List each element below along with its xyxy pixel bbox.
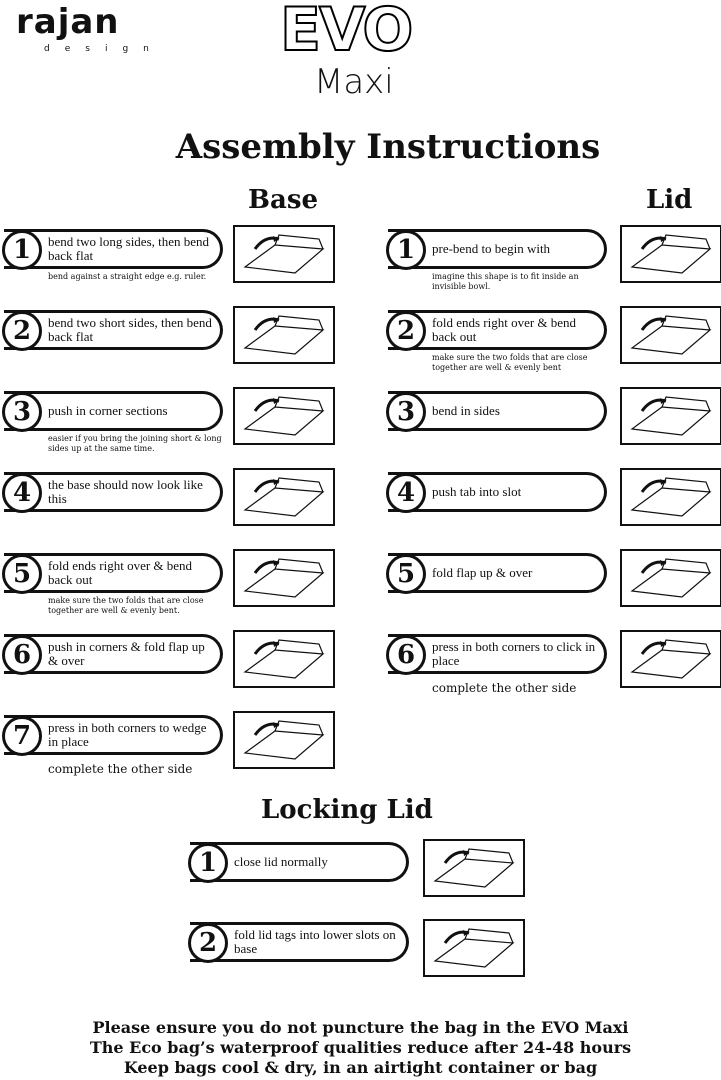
diagram-icon (243, 720, 325, 760)
diagram-icon (243, 558, 325, 598)
step-text: bend two long sides, then bend back flat (48, 234, 210, 263)
page-title: Assembly Instructions (175, 127, 601, 167)
lid-step-1: 1 pre-bend to begin with (386, 229, 607, 270)
base-step-1: 1 bend two long sides, then bend back fl… (2, 229, 223, 270)
step-number: 4 (386, 473, 426, 513)
step-number: 5 (386, 554, 426, 594)
lid-step-5-illustration (620, 549, 721, 607)
diagram-icon (243, 315, 325, 355)
complete-other-side-note: complete the other side (48, 762, 193, 776)
lid-step-3-illustration (620, 387, 721, 445)
step-number: 6 (386, 635, 426, 675)
base-step-6-illustration (233, 630, 335, 688)
step-number: 1 (2, 230, 42, 270)
step-number: 5 (2, 554, 42, 594)
diagram-icon (630, 315, 712, 355)
lid-step-1-illustration (620, 225, 721, 283)
base-step-2: 2 bend two short sides, then bend back f… (2, 310, 223, 351)
lid-step-6: 6 press in both corners to click in plac… (386, 634, 607, 675)
evo-logo-sub: Maxi (314, 62, 394, 102)
step-number: 4 (2, 473, 42, 513)
diagram-icon (630, 477, 712, 517)
rajan-logo-sub: design (44, 44, 164, 54)
lid-heading: Lid (646, 185, 693, 215)
footer-notes: Please ensure you do not puncture the ba… (0, 1018, 721, 1078)
step-note: imagine this shape is to fit inside an i… (432, 272, 579, 291)
diagram-icon (243, 477, 325, 517)
step-number: 3 (386, 392, 426, 432)
base-step-1-illustration (233, 225, 335, 283)
base-step-3-illustration (233, 387, 335, 445)
lid-step-3: 3 bend in sides (386, 391, 607, 432)
step-number: 2 (188, 923, 228, 963)
locking-step-2: 2 fold lid tags into lower slots on base (188, 922, 409, 963)
step-number: 1 (386, 230, 426, 270)
locking-step-1-illustration (423, 839, 525, 897)
base-heading: Base (248, 185, 319, 215)
step-text: pre-bend to begin with (432, 241, 551, 256)
lid-step-4-illustration (620, 468, 721, 526)
diagram-icon (433, 928, 515, 968)
step-text: push in corners & fold flap up & over (48, 639, 205, 668)
base-step-4: 4 the base should now look like this (2, 472, 223, 513)
diagram-icon (243, 234, 325, 274)
step-text: close lid normally (234, 854, 328, 869)
diagram-icon (630, 639, 712, 679)
step-text: push in corner sections (48, 403, 168, 418)
diagram-icon (630, 558, 712, 598)
step-text: press in both corners to click in place (432, 639, 596, 668)
rajan-logo: rajan (16, 2, 120, 42)
step-note: make sure the two folds that are close t… (48, 596, 204, 615)
step-note: easier if you bring the joining short & … (48, 434, 222, 453)
footer-line: Keep bags cool & dry, in an airtight con… (123, 1058, 598, 1077)
lid-step-6-illustration (620, 630, 721, 688)
base-step-3: 3 push in corner sections (2, 391, 223, 432)
locking-lid-heading: Locking Lid (261, 795, 433, 825)
step-number: 1 (188, 843, 228, 883)
lid-step-2: 2 fold ends right over & bend back out (386, 310, 607, 351)
diagram-icon (433, 848, 515, 888)
base-step-7: 7 press in both corners to wedge in plac… (2, 715, 223, 756)
step-text: bend in sides (432, 403, 500, 418)
step-number: 6 (2, 635, 42, 675)
complete-other-side-note: complete the other side (432, 681, 577, 695)
step-text: fold ends right over & bend back out (48, 558, 193, 587)
base-step-2-illustration (233, 306, 335, 364)
footer-line: The Eco bag’s waterproof qualities reduc… (89, 1038, 632, 1057)
diagram-icon (243, 639, 325, 679)
step-text: press in both corners to wedge in place (48, 720, 207, 749)
step-text: fold flap up & over (432, 565, 533, 580)
evo-logo: EVO (279, 0, 414, 65)
step-note: make sure the two folds that are close t… (432, 353, 588, 372)
lid-step-2-illustration (620, 306, 721, 364)
base-step-5: 5 fold ends right over & bend back out (2, 553, 223, 594)
lid-step-5: 5 fold flap up & over (386, 553, 607, 594)
step-text: push tab into slot (432, 484, 522, 499)
step-number: 2 (386, 311, 426, 351)
step-note: bend against a straight edge e.g. ruler. (48, 272, 207, 281)
diagram-icon (630, 234, 712, 274)
footer-line: Please ensure you do not puncture the ba… (92, 1018, 629, 1037)
diagram-icon (630, 396, 712, 436)
base-step-7-illustration (233, 711, 335, 769)
step-text: fold lid tags into lower slots on base (234, 927, 396, 956)
base-step-5-illustration (233, 549, 335, 607)
step-number: 7 (2, 716, 42, 756)
step-number: 2 (2, 311, 42, 351)
step-text: fold ends right over & bend back out (432, 315, 577, 344)
step-text: bend two short sides, then bend back fla… (48, 315, 212, 344)
base-step-6: 6 push in corners & fold flap up & over (2, 634, 223, 675)
step-number: 3 (2, 392, 42, 432)
base-step-4-illustration (233, 468, 335, 526)
locking-step-2-illustration (423, 919, 525, 977)
step-text: the base should now look like this (48, 477, 203, 506)
lid-step-4: 4 push tab into slot (386, 472, 607, 513)
locking-step-1: 1 close lid normally (188, 842, 409, 883)
diagram-icon (243, 396, 325, 436)
